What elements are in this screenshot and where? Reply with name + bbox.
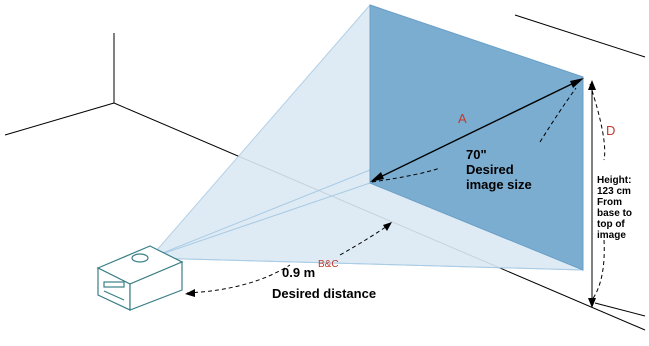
label-bc: B&C	[318, 259, 339, 270]
label-d: D	[606, 123, 616, 138]
arrow-head	[383, 222, 392, 231]
arrow-head	[588, 298, 596, 308]
beam-floor-line	[149, 257, 584, 271]
distance-value: 0.9 m	[282, 265, 316, 280]
projector-icon	[96, 245, 184, 311]
beam-edge-line	[149, 169, 371, 259]
image-size-value: 70"	[466, 147, 487, 162]
height-line6: image	[597, 230, 626, 241]
distance-curve	[339, 223, 391, 256]
distance-caption: Desired distance	[272, 286, 377, 301]
beam-edge-line	[149, 182, 371, 259]
image-size-line1: Desired	[466, 162, 514, 177]
distance-curve	[186, 264, 291, 294]
arrow-head	[370, 172, 384, 182]
height-curve	[591, 239, 605, 301]
height-line3: From	[597, 197, 622, 208]
room-floor-line-left	[4, 102, 115, 136]
dashed-callout	[539, 87, 577, 143]
diagonal-arrow	[373, 79, 581, 181]
height-line4: base to	[597, 208, 633, 219]
height-line2: 123 cm	[597, 186, 631, 197]
label-a: A	[458, 111, 467, 126]
image-size-line2: image size	[466, 177, 532, 192]
room-bottom-line-right	[594, 302, 646, 317]
height-curve	[589, 83, 606, 161]
dashed-callout	[371, 167, 441, 183]
arrow-head	[570, 78, 584, 88]
arrow-head	[185, 289, 195, 297]
projection-screen	[369, 4, 584, 271]
arrow-head	[588, 80, 596, 90]
height-line5: top of	[597, 219, 625, 230]
room-top-line-right	[514, 14, 646, 58]
height-line1: Height:	[597, 175, 632, 186]
